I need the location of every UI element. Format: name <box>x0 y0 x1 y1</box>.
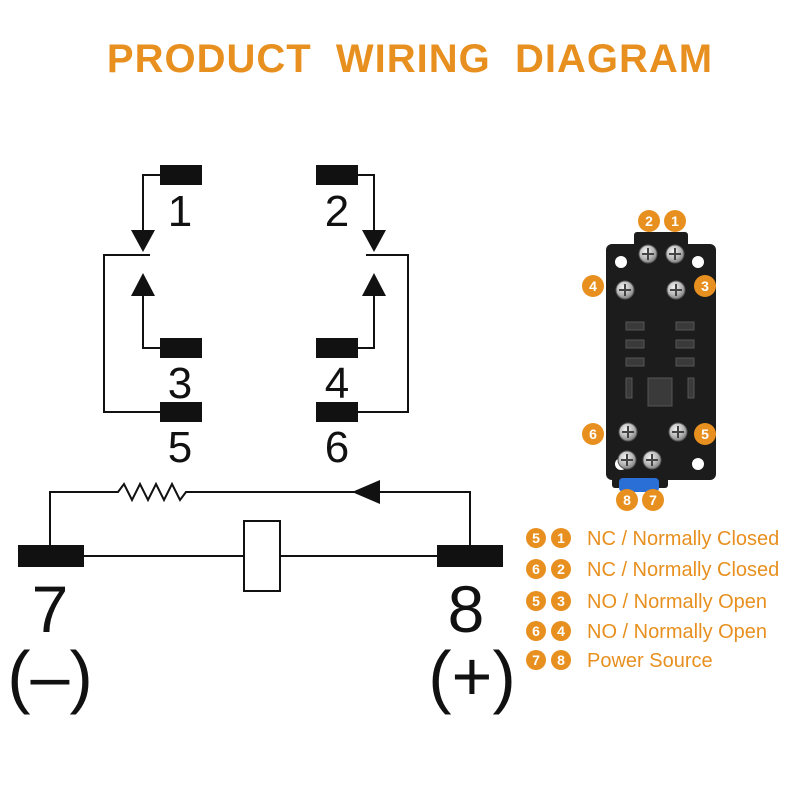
socket-badges: 2 1 4 3 6 5 8 7 <box>582 210 716 511</box>
arrow-down-t2 <box>362 230 386 252</box>
badge-upper-left: 4 <box>589 278 597 294</box>
arrow-down-t1 <box>131 230 155 252</box>
legend: 5 1 NC / Normally Closed 6 2 NC / Normal… <box>526 528 779 672</box>
legend-item: 5 1 NC / Normally Closed <box>526 528 779 550</box>
lead-t4 <box>358 288 375 349</box>
legend-item: 6 4 NO / Normally Open <box>526 621 767 643</box>
legend-badge-b: 3 <box>557 593 565 609</box>
legend-badge-a: 6 <box>532 623 540 639</box>
legend-badge-b: 4 <box>557 623 565 639</box>
label-terminal-5: 5 <box>168 423 192 472</box>
legend-badge-b: 8 <box>557 652 565 668</box>
lead-t1 <box>142 174 160 238</box>
badge-top-right: 1 <box>671 213 679 229</box>
coil-circuit <box>49 481 471 592</box>
screw-terminals <box>615 244 688 470</box>
label-terminal-4: 4 <box>325 359 349 408</box>
legend-badge-b: 1 <box>557 530 565 546</box>
common-loop-right <box>358 254 409 413</box>
arrow-up-t4 <box>362 273 386 296</box>
badge-lower-left: 6 <box>589 426 597 442</box>
terminal-bar-1 <box>160 165 202 185</box>
badge-bottom-left: 8 <box>623 492 631 508</box>
terminal-bar-6 <box>316 402 358 422</box>
legend-badge-b: 2 <box>557 561 565 577</box>
terminal-bar-7 <box>18 545 84 567</box>
legend-badge-a: 5 <box>532 530 540 546</box>
legend-badge-a: 5 <box>532 593 540 609</box>
label-terminal-7: 7 <box>32 572 69 646</box>
terminal-bar-2 <box>316 165 358 185</box>
arrow-up-t3 <box>131 273 155 296</box>
relay-socket <box>606 232 716 492</box>
legend-badge-a: 6 <box>532 561 540 577</box>
terminal-bar-3 <box>160 338 202 358</box>
arrow-direction <box>352 480 380 504</box>
legend-text: NC / Normally Closed <box>587 528 779 550</box>
label-positive: (+) <box>428 637 516 715</box>
legend-badge-a: 7 <box>532 652 540 668</box>
legend-item: 5 3 NO / Normally Open <box>526 591 767 613</box>
label-terminal-1: 1 <box>168 187 192 236</box>
label-terminal-8: 8 <box>448 572 485 646</box>
legend-text: Power Source <box>587 650 713 672</box>
label-terminal-6: 6 <box>325 423 349 472</box>
legend-text: NO / Normally Open <box>587 591 767 613</box>
label-terminal-3: 3 <box>168 359 192 408</box>
terminal-bar-5 <box>160 402 202 422</box>
badge-top-left: 2 <box>645 213 653 229</box>
lead-t2 <box>358 174 375 238</box>
switch-left <box>103 174 160 413</box>
label-terminal-2: 2 <box>325 187 349 236</box>
legend-item: 6 2 NC / Normally Closed <box>526 559 779 581</box>
common-loop-left <box>103 254 160 413</box>
badge-lower-right: 5 <box>701 426 709 442</box>
upper-wire <box>49 481 471 545</box>
lead-t3 <box>142 288 160 349</box>
legend-text: NO / Normally Open <box>587 621 767 643</box>
socket-clip <box>619 478 659 492</box>
coil-symbol <box>243 520 281 592</box>
legend-item: 7 8 Power Source <box>526 650 713 672</box>
switch-right <box>358 174 409 413</box>
legend-text: NC / Normally Closed <box>587 559 779 581</box>
terminal-bar-4 <box>316 338 358 358</box>
badge-bottom-right: 7 <box>649 492 657 508</box>
label-negative: (–) <box>7 637 93 715</box>
page-title: PRODUCT WIRING DIAGRAM <box>107 37 713 81</box>
terminal-bar-8 <box>437 545 503 567</box>
badge-upper-right: 3 <box>701 278 709 294</box>
